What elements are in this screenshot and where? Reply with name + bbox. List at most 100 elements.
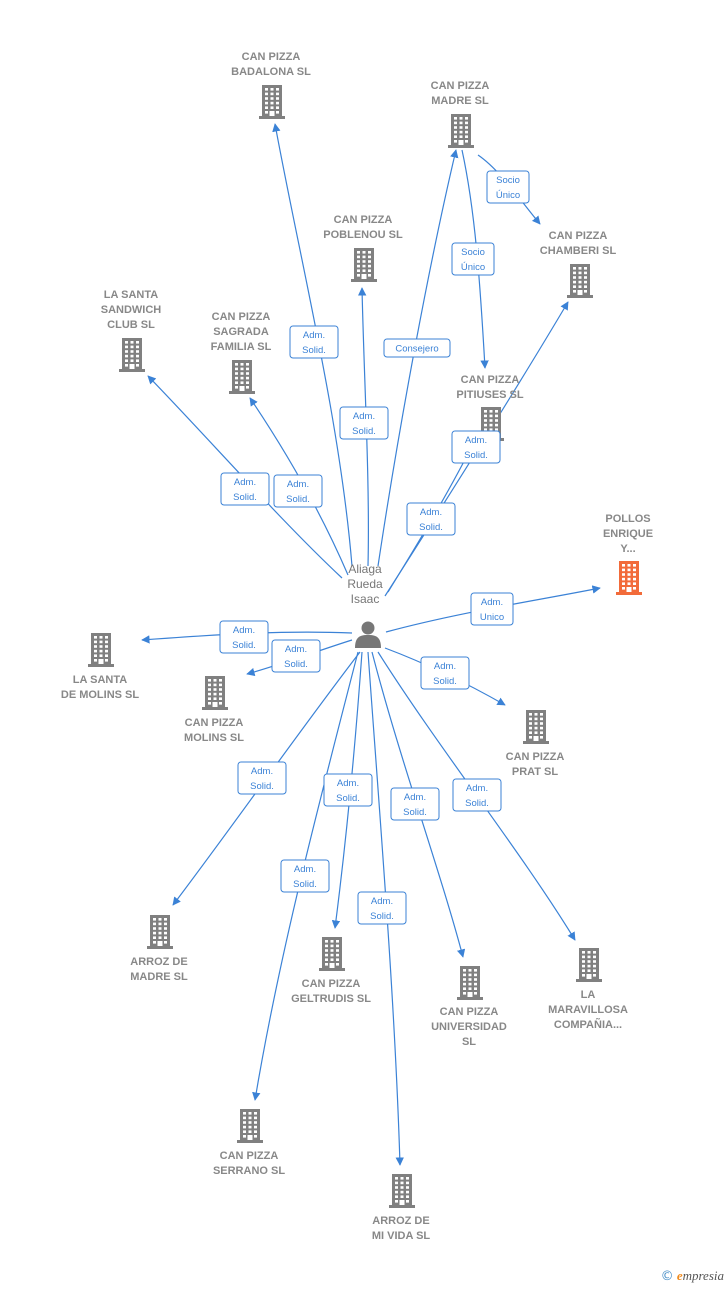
company-node-arrozvida[interactable]: ARROZ DE MI VIDA SL (372, 1174, 431, 1242)
company-name: PITIUSES SL (456, 389, 524, 401)
company-name: Y... (620, 543, 635, 555)
edge-label-box (390, 787, 440, 821)
edge-label-text: Solid. (302, 345, 326, 356)
edge-label-text: Solid. (465, 798, 489, 809)
edge-label-serrano[interactable]: Adm.Solid. (280, 859, 330, 893)
edge-label-arrozmadre[interactable]: Adm. Solid. (237, 761, 287, 795)
company-node-maravillosa[interactable]: LAMARAVILLOSACOMPAÑIA... (548, 948, 628, 1031)
building-icon (229, 360, 255, 394)
company-name: CAN PIZZA (242, 51, 301, 63)
edge-label-text: Adm. (251, 766, 273, 777)
edge-label-madre[interactable]: Consejero (383, 338, 451, 358)
company-name: DE MOLINS SL (61, 689, 140, 701)
edge-label-box (339, 406, 389, 440)
edge-label-poblenou[interactable]: Adm.Solid. (339, 406, 389, 440)
edge-label-text: Solid. (433, 676, 457, 687)
edge-label-box (406, 502, 456, 536)
building-icon (616, 561, 642, 595)
building-icon (202, 676, 228, 710)
edge-label-text: Solid. (419, 522, 443, 533)
building-icon (389, 1174, 415, 1208)
company-name: FAMILIA SL (211, 341, 272, 353)
person-name: Rueda (347, 577, 383, 591)
company-name: BADALONA SL (231, 66, 311, 78)
company-node-badalona[interactable]: CAN PIZZA BADALONA SL (231, 51, 311, 119)
edge-label-text: Solid. (336, 793, 360, 804)
edge-label-pitiuses[interactable]: Adm. Solid. (406, 502, 456, 536)
company-name: ENRIQUE (603, 528, 653, 540)
edge-label-prat[interactable]: Adm.Solid. (420, 656, 470, 690)
company-name: ARROZ DE (130, 956, 187, 968)
person-name: Isaac (351, 592, 380, 606)
company-node-sagrada[interactable]: CAN PIZZA SAGRADA FAMILIA SL (211, 311, 272, 394)
edge-label-box (486, 170, 530, 204)
edge-label-box (452, 778, 502, 812)
edge-label-text: Consejero (395, 344, 438, 355)
company-name: MARAVILLOSA (548, 1004, 628, 1016)
edge-label-text: Adm. (353, 411, 375, 422)
edge-label-text: Adm. (287, 479, 309, 490)
company-name: CAN PIZZA (302, 978, 361, 990)
company-name: SL (462, 1036, 476, 1048)
edge-label-pollos[interactable]: Adm.Unico (470, 592, 514, 626)
edge-label-chamberi[interactable]: Adm. Solid. (451, 430, 501, 464)
building-icon (351, 248, 377, 282)
edge-label-text: Solid. (293, 879, 317, 890)
edge-label-text: Único (461, 262, 485, 273)
edge-label-box (280, 859, 330, 893)
building-icon (457, 966, 483, 1000)
company-name: CAN PIZZA (212, 311, 271, 323)
building-icon (88, 633, 114, 667)
edge-label-santamolins[interactable]: Adm.Solid. (219, 620, 269, 654)
edge-label-text: Adm. (420, 507, 442, 518)
edge-label-maravillosa[interactable]: Adm.Solid. (452, 778, 502, 812)
company-name: MADRE SL (431, 95, 489, 107)
company-name: CAN PIZZA (431, 80, 490, 92)
company-node-santamolins[interactable]: LA SANTA DE MOLINS SL (61, 633, 140, 701)
edge-label-text: Adm. (337, 778, 359, 789)
company-name: POLLOS (605, 513, 650, 525)
edge-label-universidad[interactable]: Adm.Solid. (390, 787, 440, 821)
edge-label-box (383, 338, 451, 358)
edge-label-text: Adm. (465, 435, 487, 446)
company-node-pollos[interactable]: POLLOS ENRIQUE Y... (603, 513, 653, 595)
empresia-logo[interactable]: © empresia (661, 1268, 724, 1284)
edge-label-text: Solid. (464, 450, 488, 461)
edge-label-box (273, 474, 323, 508)
edge-label-molins[interactable]: Adm.Solid. (271, 639, 321, 673)
edge-label-box (219, 620, 269, 654)
company-name: MI VIDA SL (372, 1230, 431, 1242)
edge-label-box (451, 242, 495, 276)
building-icon (576, 948, 602, 982)
edge-label-box (237, 761, 287, 795)
company-name: COMPAÑIA... (554, 1018, 622, 1031)
company-name: LA SANTA (73, 674, 127, 686)
company-node-madre[interactable]: CAN PIZZA MADRE SL (431, 80, 490, 148)
edge-label-text: Solid. (232, 640, 256, 651)
edge-label-badalona[interactable]: Adm.Solid. (289, 325, 339, 359)
edge-label-box (420, 656, 470, 690)
edge-label-santa[interactable]: Adm.Solid. (220, 472, 270, 506)
edge-label-box (357, 891, 407, 925)
company-name: ARROZ DE (372, 1215, 429, 1227)
edge-label-text: Solid. (250, 781, 274, 792)
edge-label-arrozvida[interactable]: Adm.Solid. (357, 891, 407, 925)
edge-label-sagrada[interactable]: Adm. Solid. (273, 474, 323, 508)
edge-label-geltrudis[interactable]: Adm. Solid. (323, 773, 373, 807)
company-name: SAGRADA (213, 326, 269, 338)
edge-label-box (323, 773, 373, 807)
company-name: SERRANO SL (213, 1165, 285, 1177)
edge-label-text: Solid. (286, 494, 310, 505)
